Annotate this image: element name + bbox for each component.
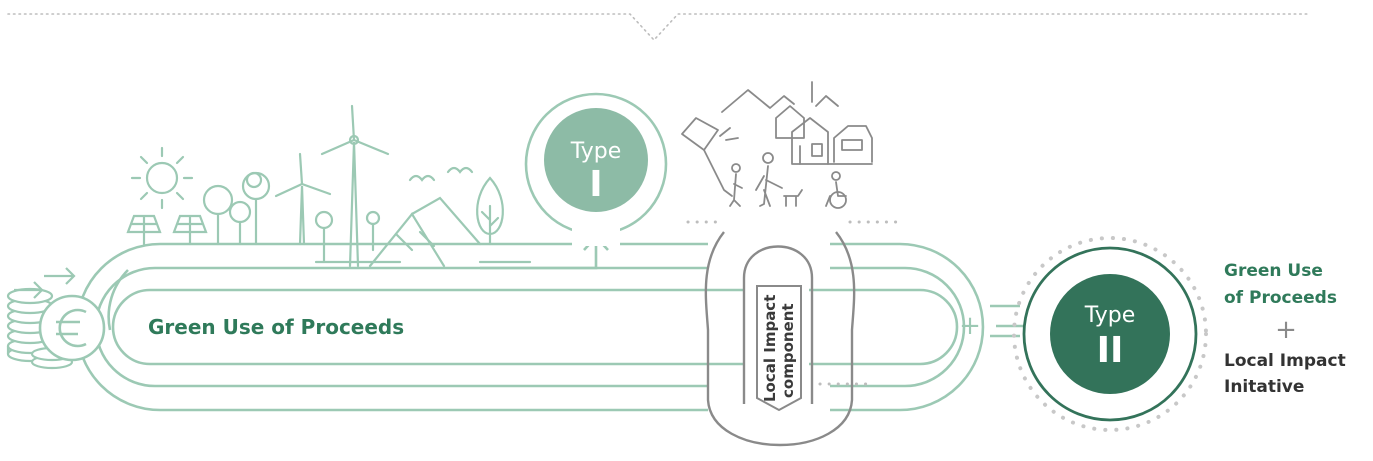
component-strip: [756, 285, 802, 412]
type2-word: Type: [1084, 303, 1136, 328]
people-icon: [729, 152, 783, 207]
solar-panel-icon: [126, 214, 208, 246]
track-label: Green Use of Proceeds: [148, 315, 404, 339]
result-plus: +: [1275, 315, 1297, 345]
component-label-line2: component: [779, 303, 797, 398]
type1-numeral: I: [589, 164, 602, 205]
wind-turbine-icon: [274, 104, 390, 268]
type1-node: Type I: [524, 92, 668, 246]
type2-node: Type II: [1012, 236, 1208, 432]
wheelchair-icon: [825, 171, 847, 209]
result-legend: Green Use of Proceeds + Local Impact Ini…: [1224, 261, 1346, 397]
tree-icon: [202, 171, 504, 264]
euro-icon: [38, 294, 106, 362]
incoming-arrows: [14, 267, 76, 299]
mountain-icon: [721, 89, 795, 113]
type2-numeral: II: [1097, 330, 1124, 371]
result-line3: Local Impact: [1224, 351, 1346, 371]
dotted-connectors: [686, 220, 900, 386]
result-line2: of Proceeds: [1224, 288, 1337, 308]
nature-illustration: [126, 104, 532, 268]
sun-icon: [130, 146, 194, 210]
track-plus-sign: +: [959, 311, 981, 341]
houses-icon: [775, 81, 873, 165]
result-line1: Green Use: [1224, 261, 1323, 281]
kite-icon: [681, 117, 739, 197]
component-loop: [704, 231, 856, 447]
type1-word: Type: [570, 139, 622, 164]
component-label-line1: Local Impact: [761, 295, 779, 402]
birds-icon: [408, 166, 474, 182]
top-dotted-divider: [7, 13, 1309, 42]
dog-icon: [783, 189, 803, 207]
community-illustration: [681, 81, 873, 209]
mountain-icon: [368, 196, 482, 268]
result-line4: Initative: [1224, 377, 1304, 397]
